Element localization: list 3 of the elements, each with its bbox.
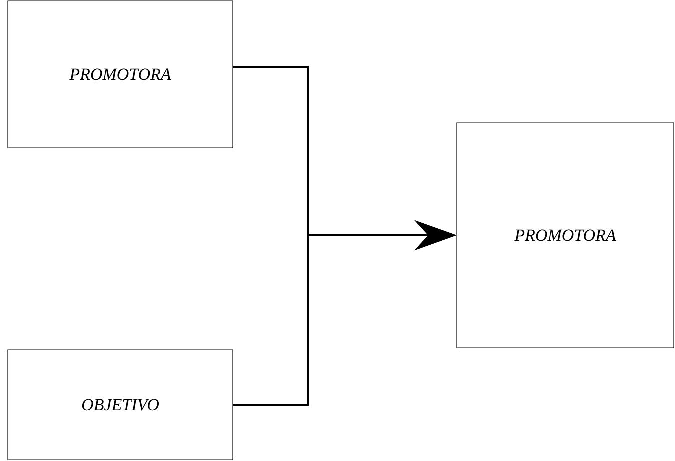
process-box: PROMOTORA <box>8 0 234 148</box>
process-box: OBJETIVO <box>8 350 234 460</box>
process-box: PROMOTORA <box>456 122 674 348</box>
